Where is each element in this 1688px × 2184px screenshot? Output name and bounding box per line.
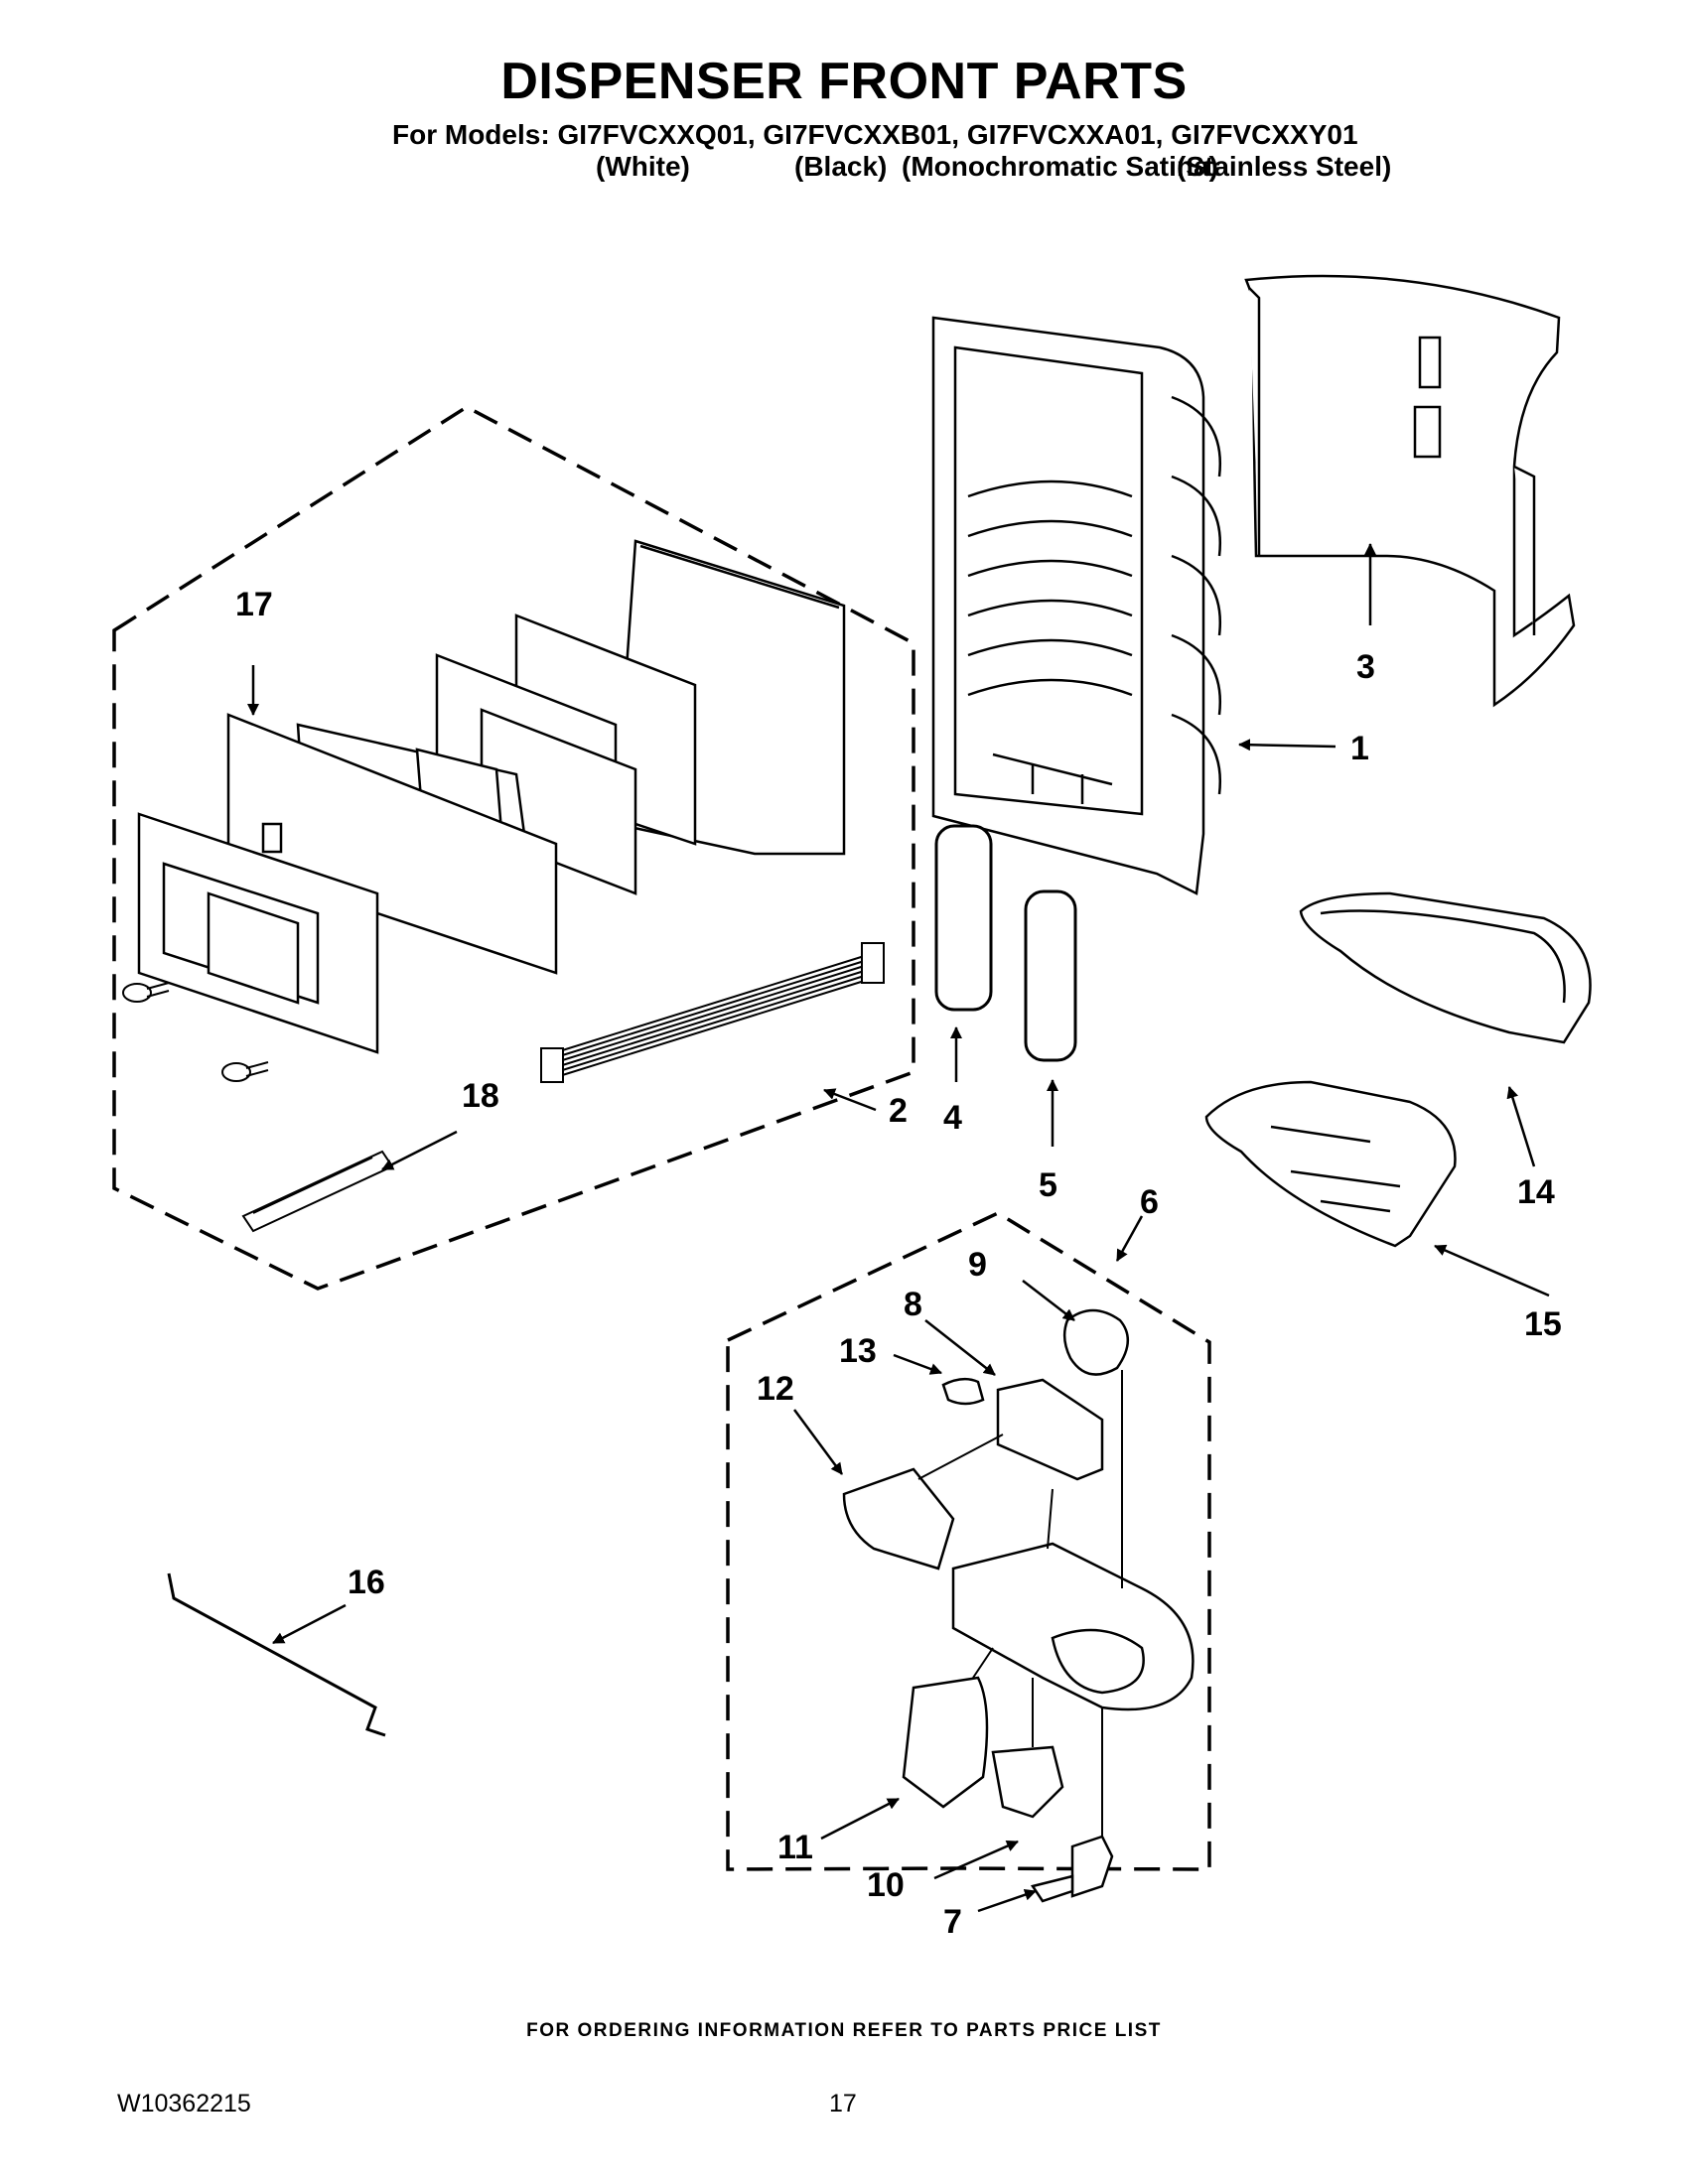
callout-8: 8 [904, 1286, 922, 1323]
leader-lines [247, 543, 1550, 1913]
callout-3: 3 [1356, 648, 1375, 686]
callout-7: 7 [943, 1903, 962, 1941]
screws [122, 982, 269, 1082]
assembly-6-connector-lines [917, 1370, 1123, 1837]
callout-2: 2 [889, 1092, 908, 1130]
part-14-drip-tray [1299, 891, 1592, 1044]
page-number: 17 [829, 2090, 857, 2117]
color-stainless: (Stainless Steel) [1177, 151, 1392, 182]
part-18-connector [241, 1150, 394, 1233]
callout-numbers: 1 2 3 4 5 6 7 8 9 10 11 12 13 14 15 16 1… [235, 586, 1562, 1941]
callout-11: 11 [777, 1829, 813, 1866]
ribbon-cable [540, 942, 885, 1083]
assembly-6-boundary [726, 1211, 1211, 1871]
callout-10: 10 [867, 1866, 905, 1904]
ordering-note: FOR ORDERING INFORMATION REFER TO PARTS … [526, 2020, 1162, 2041]
callout-16: 16 [348, 1564, 385, 1601]
part-5-pad [1024, 889, 1077, 1062]
callout-15: 15 [1524, 1305, 1562, 1343]
callout-14: 14 [1517, 1173, 1555, 1211]
color-satina: (Monochromatic Satina) [902, 151, 1218, 182]
page-title: DISPENSER FRONT PARTS [500, 53, 1188, 110]
assembly-2-boundary [112, 404, 915, 1291]
document-number: W10362215 [117, 2090, 251, 2117]
callout-12: 12 [757, 1370, 794, 1408]
callout-4: 4 [943, 1099, 962, 1137]
callout-13: 13 [839, 1332, 877, 1370]
part-2-control-panel [137, 539, 846, 1054]
color-black: (Black) [794, 151, 888, 182]
callout-9: 9 [968, 1246, 987, 1284]
part-assembly-6 [842, 1308, 1195, 1903]
color-white: (White) [596, 151, 690, 182]
models-line: For Models: GI7FVCXXQ01, GI7FVCXXB01, GI… [392, 119, 1358, 150]
part-16-rod [167, 1572, 386, 1737]
part-3-curved-panel [1244, 274, 1576, 708]
callout-1: 1 [1350, 730, 1369, 767]
callout-17: 17 [235, 586, 273, 623]
part-4-pad [934, 824, 993, 1012]
callout-18: 18 [462, 1077, 499, 1115]
part-1-housing [931, 316, 1222, 895]
callout-6: 6 [1140, 1183, 1159, 1221]
part-15-tray-grille [1204, 1080, 1457, 1248]
callout-5: 5 [1039, 1166, 1057, 1204]
